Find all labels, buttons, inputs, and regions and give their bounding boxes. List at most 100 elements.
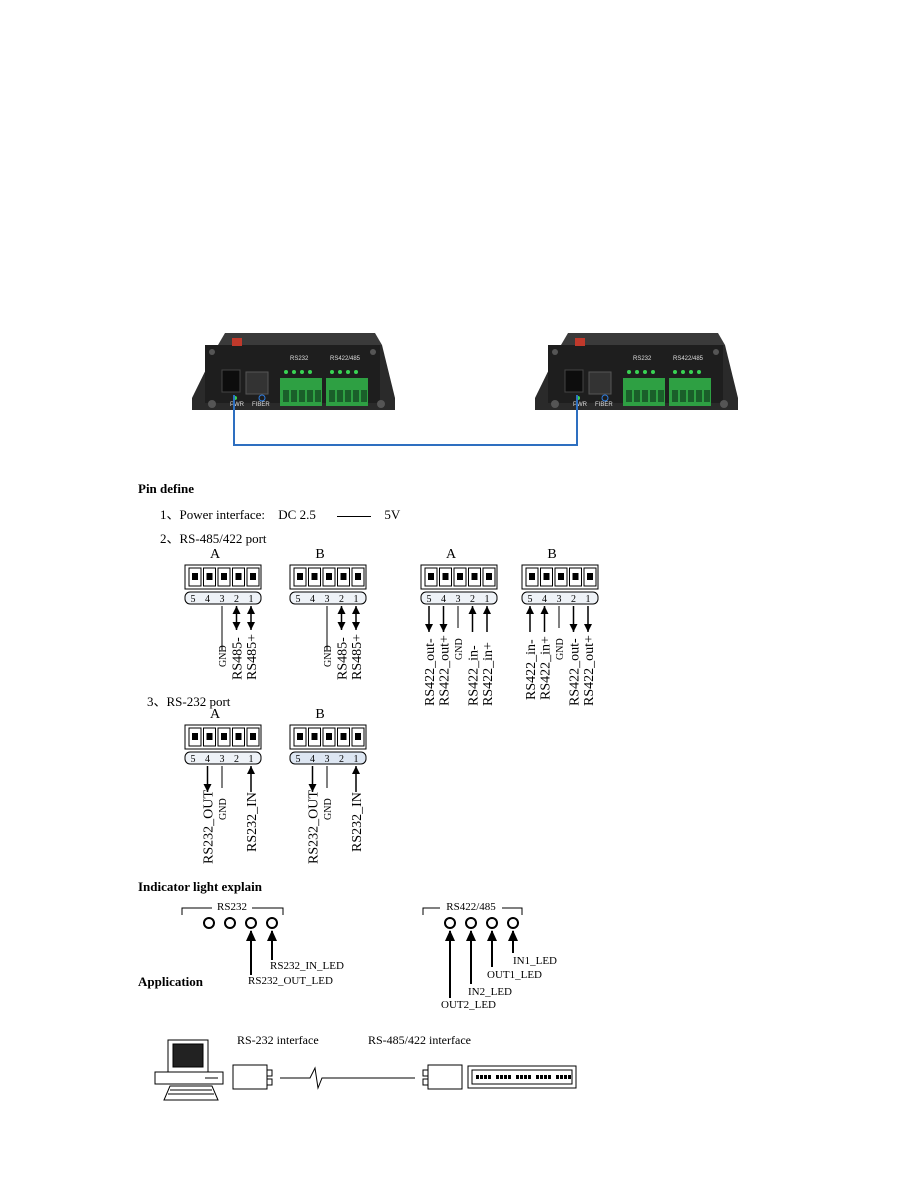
rs232-b-connector-pin-5: 5 bbox=[296, 754, 301, 765]
rs232-a-connector-pin-1: 1 bbox=[249, 754, 254, 765]
switch-port bbox=[520, 1075, 523, 1079]
rs485-a-connector bbox=[184, 564, 262, 605]
rs485-a-connector-letter: A bbox=[210, 547, 221, 562]
rs232-out-led bbox=[245, 917, 257, 929]
out2-led-label: OUT2_LED bbox=[441, 999, 496, 1011]
rs485-b-connector bbox=[289, 564, 367, 605]
rs485-b-connector-pin-1: 1 bbox=[354, 594, 359, 605]
rs422-b-gnd-label: GND bbox=[555, 638, 566, 660]
computer-icon bbox=[154, 1039, 224, 1101]
rs232-out-led-label: RS232_OUT_LED bbox=[248, 975, 333, 987]
left-rs485-label: RS422/485 bbox=[330, 356, 361, 362]
converter-right-icon bbox=[422, 1064, 463, 1090]
rs485-b-plus-label: RS485+ bbox=[350, 634, 365, 680]
rs485-a-gnd-label: GND bbox=[218, 645, 229, 667]
rs485-indicator-label: RS422/485 bbox=[446, 901, 496, 913]
rs485-b-gnd-label: GND bbox=[323, 645, 334, 667]
fiber-link bbox=[233, 395, 578, 446]
rs422-b-connector-letter: B bbox=[547, 547, 556, 562]
switch-device-icon bbox=[467, 1065, 577, 1089]
rs232-a-connector-pin-2: 2 bbox=[234, 754, 239, 765]
rs422-a-connector-pin-2: 2 bbox=[470, 594, 475, 605]
rs232-a-in-label: RS232_IN bbox=[245, 792, 260, 852]
rs232-a-connector-pin-5: 5 bbox=[191, 754, 196, 765]
out1-led bbox=[486, 917, 498, 929]
rs232-b-connector-pin-2: 2 bbox=[339, 754, 344, 765]
rs422-b-in-plus-label: RS422_in+ bbox=[539, 636, 554, 700]
switch-port bbox=[476, 1075, 479, 1079]
switch-port bbox=[488, 1075, 491, 1079]
application-heading: Application bbox=[138, 974, 204, 989]
pin-define-heading: Pin define bbox=[138, 481, 194, 496]
rs232-in-led bbox=[266, 917, 278, 929]
right-fiber-label: FIBER bbox=[595, 402, 613, 408]
rs232-interface-label: RS-232 interface bbox=[237, 1033, 319, 1047]
rs422-a-in-minus-label: RS422_in- bbox=[467, 645, 482, 706]
rs232-in-led-label: RS232_IN_LED bbox=[270, 960, 344, 972]
right-device: PWR FIBER RS232 RS422/485 bbox=[535, 333, 738, 410]
rs485-a-connector-pin-5: 5 bbox=[191, 594, 196, 605]
switch-port bbox=[560, 1075, 563, 1079]
converter-left-icon bbox=[232, 1064, 273, 1090]
rs422-a-connector-letter: A bbox=[446, 547, 457, 562]
rs422-b-in-minus-label: RS422_in- bbox=[524, 639, 539, 700]
rs422-b-connector-pin-2: 2 bbox=[571, 594, 576, 605]
rs232-indicator-label: RS232 bbox=[217, 901, 247, 913]
switch-port bbox=[524, 1075, 527, 1079]
switch-port bbox=[508, 1075, 511, 1079]
rs422-a-out-plus-label: RS422_out+ bbox=[438, 635, 453, 706]
indicator-heading: Indicator light explain bbox=[138, 879, 263, 894]
rs232-b-gnd-label: GND bbox=[323, 798, 334, 820]
rs422-a-in-plus-label: RS422_in+ bbox=[481, 642, 496, 706]
rs485-a-minus-label: RS485- bbox=[231, 637, 246, 680]
rs232-b-connector bbox=[289, 724, 367, 765]
rs232-led-2 bbox=[224, 917, 236, 929]
switch-port bbox=[540, 1075, 543, 1079]
rs422-a-connector-pin-4: 4 bbox=[441, 594, 446, 605]
rs232-a-connector bbox=[184, 724, 262, 765]
left-device: PWR FIBER RS232 RS422/485 bbox=[192, 333, 395, 410]
device-diagram: PWR FIBER RS232 RS422/485 PWR FIBER RS23… bbox=[192, 333, 738, 446]
rs422-b-connector-pin-1: 1 bbox=[586, 594, 591, 605]
switch-port bbox=[564, 1075, 567, 1079]
rs485-a-connector-pin-3: 3 bbox=[220, 594, 225, 605]
rs422-a-out-minus-label: RS422_out- bbox=[423, 638, 438, 706]
left-pwr-label: PWR bbox=[230, 402, 245, 408]
switch-port bbox=[528, 1075, 531, 1079]
rs485-b-connector-pin-3: 3 bbox=[325, 594, 330, 605]
switch-port bbox=[556, 1075, 559, 1079]
rs422-b-connector-pin-4: 4 bbox=[542, 594, 547, 605]
application-diagram: RS-232 interface RS-485/422 interface bbox=[154, 1033, 577, 1101]
switch-port bbox=[568, 1075, 571, 1079]
rs232-b-in-label: RS232_IN bbox=[350, 792, 365, 852]
rs232-led-1 bbox=[203, 917, 215, 929]
rs232-port-title: 3、RS-232 port bbox=[147, 694, 231, 709]
rs485-a-plus-label: RS485+ bbox=[245, 634, 260, 680]
switch-port bbox=[484, 1075, 487, 1079]
right-pwr-label: PWR bbox=[573, 402, 588, 408]
rs485-a-connector-pin-1: 1 bbox=[249, 594, 254, 605]
indicator-diagram: RS232 RS232_IN_LED RS232_OUT_LED RS422/4… bbox=[181, 900, 557, 1011]
rs485-b-connector-letter: B bbox=[315, 547, 324, 562]
rs485-interface-label: RS-485/422 interface bbox=[368, 1033, 471, 1047]
rs485-a-connector-pin-4: 4 bbox=[205, 594, 210, 605]
left-rs232-label: RS232 bbox=[290, 356, 309, 362]
rs485-b-connector-pin-5: 5 bbox=[296, 594, 301, 605]
rs232-a-out-label: RS232_OUT bbox=[202, 790, 217, 864]
rs422-b-connector-pin-5: 5 bbox=[528, 594, 533, 605]
switch-port bbox=[504, 1075, 507, 1079]
rs422-b-out-plus-label: RS422_out+ bbox=[582, 635, 597, 706]
rs232-b-connector-letter: B bbox=[315, 707, 324, 722]
in1-led-label: IN1_LED bbox=[513, 955, 557, 967]
rs422-b-out-minus-label: RS422_out- bbox=[568, 638, 583, 706]
switch-port bbox=[480, 1075, 483, 1079]
rs422-b-connector bbox=[521, 564, 599, 605]
rs422-a-connector bbox=[420, 564, 498, 605]
switch-port bbox=[516, 1075, 519, 1079]
rs232-a-gnd-label: GND bbox=[218, 798, 229, 820]
rs485-b-connector-pin-2: 2 bbox=[339, 594, 344, 605]
rs422-b-connector-pin-3: 3 bbox=[557, 594, 562, 605]
switch-port bbox=[544, 1075, 547, 1079]
switch-port bbox=[536, 1075, 539, 1079]
